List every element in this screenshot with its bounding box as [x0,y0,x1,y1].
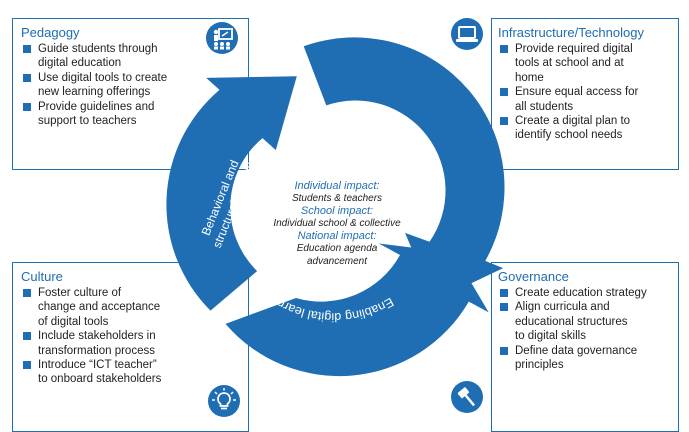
pedagogy-title: Pedagogy [21,25,80,40]
lightbulb-icon [208,385,240,417]
enabling-arrow [225,243,489,377]
governance-item: Create education strategy [498,286,670,300]
culture-title: Culture [21,269,63,284]
national-impact-heading: National impact: [297,230,377,243]
infrastructure-box: Infrastructure/Technology Provide requir… [491,18,679,170]
cycle-diagram: Behavioral and structural changes Underl… [166,37,505,377]
culture-item: Introduce “ICT teacher”to onboard stakeh… [21,358,240,387]
school-impact-text: Individual school & collective [273,217,401,229]
school-impact-heading: School impact: [300,205,374,218]
enablers-arrow [303,37,505,301]
laptop-icon [451,18,483,50]
individual-impact-text: Students & teachers [291,192,383,204]
governance-title: Governance [498,269,569,284]
teacher-board-icon [206,22,238,54]
infrastructure-title: Infrastructure/Technology [498,25,644,40]
impact-center: Individual impact: Students & teachers S… [262,180,412,268]
gavel-icon [451,381,483,413]
individual-impact-heading: Individual impact: [294,180,380,192]
behavioral-arrow [166,76,297,311]
